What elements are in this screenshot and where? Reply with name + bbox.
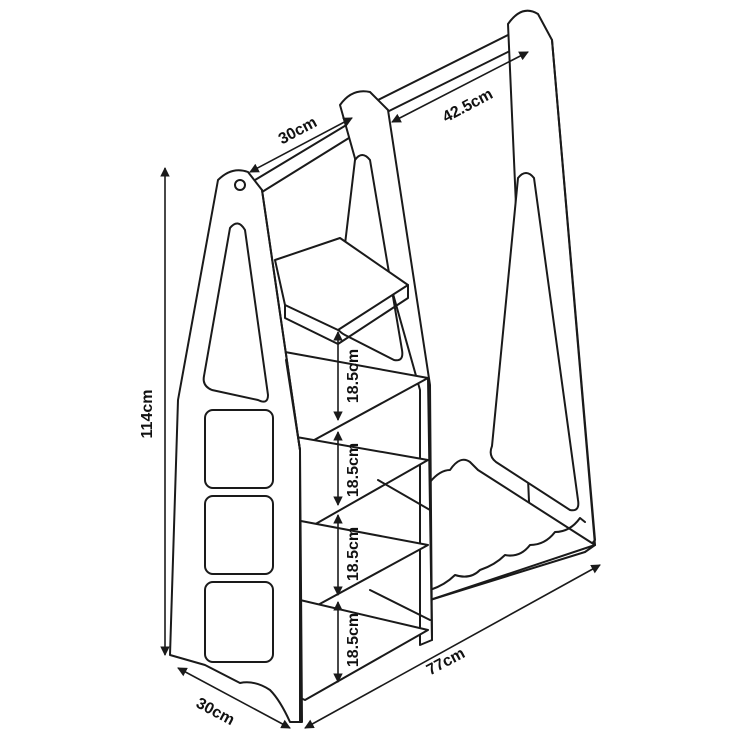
top-depth-label: 30cm	[276, 114, 320, 148]
shelf-gap-4-label: 18.5cm	[345, 613, 362, 667]
shelf-gap-1-label: 18.5cm	[345, 349, 362, 403]
shelf-gap-2-label: 18.5cm	[345, 443, 362, 497]
height-dimension: 114cm	[139, 167, 170, 656]
rail-length-label: 42.5cm	[440, 86, 496, 126]
height-label: 114cm	[139, 390, 156, 439]
left-side-frame	[169, 169, 303, 723]
hanging-rail	[377, 27, 529, 114]
shelf-gap-dimensions: 18.5cm 18.5cm 18.5cm 18.5cm	[333, 331, 362, 683]
right-side-frame	[489, 9, 596, 553]
rail-length-dimension: 42.5cm	[391, 51, 529, 126]
shelf-gap-3-label: 18.5cm	[345, 527, 362, 581]
top-depth-dimension: 30cm	[249, 114, 353, 173]
depth-label: 30cm	[193, 695, 237, 729]
shelf-top	[274, 237, 409, 331]
